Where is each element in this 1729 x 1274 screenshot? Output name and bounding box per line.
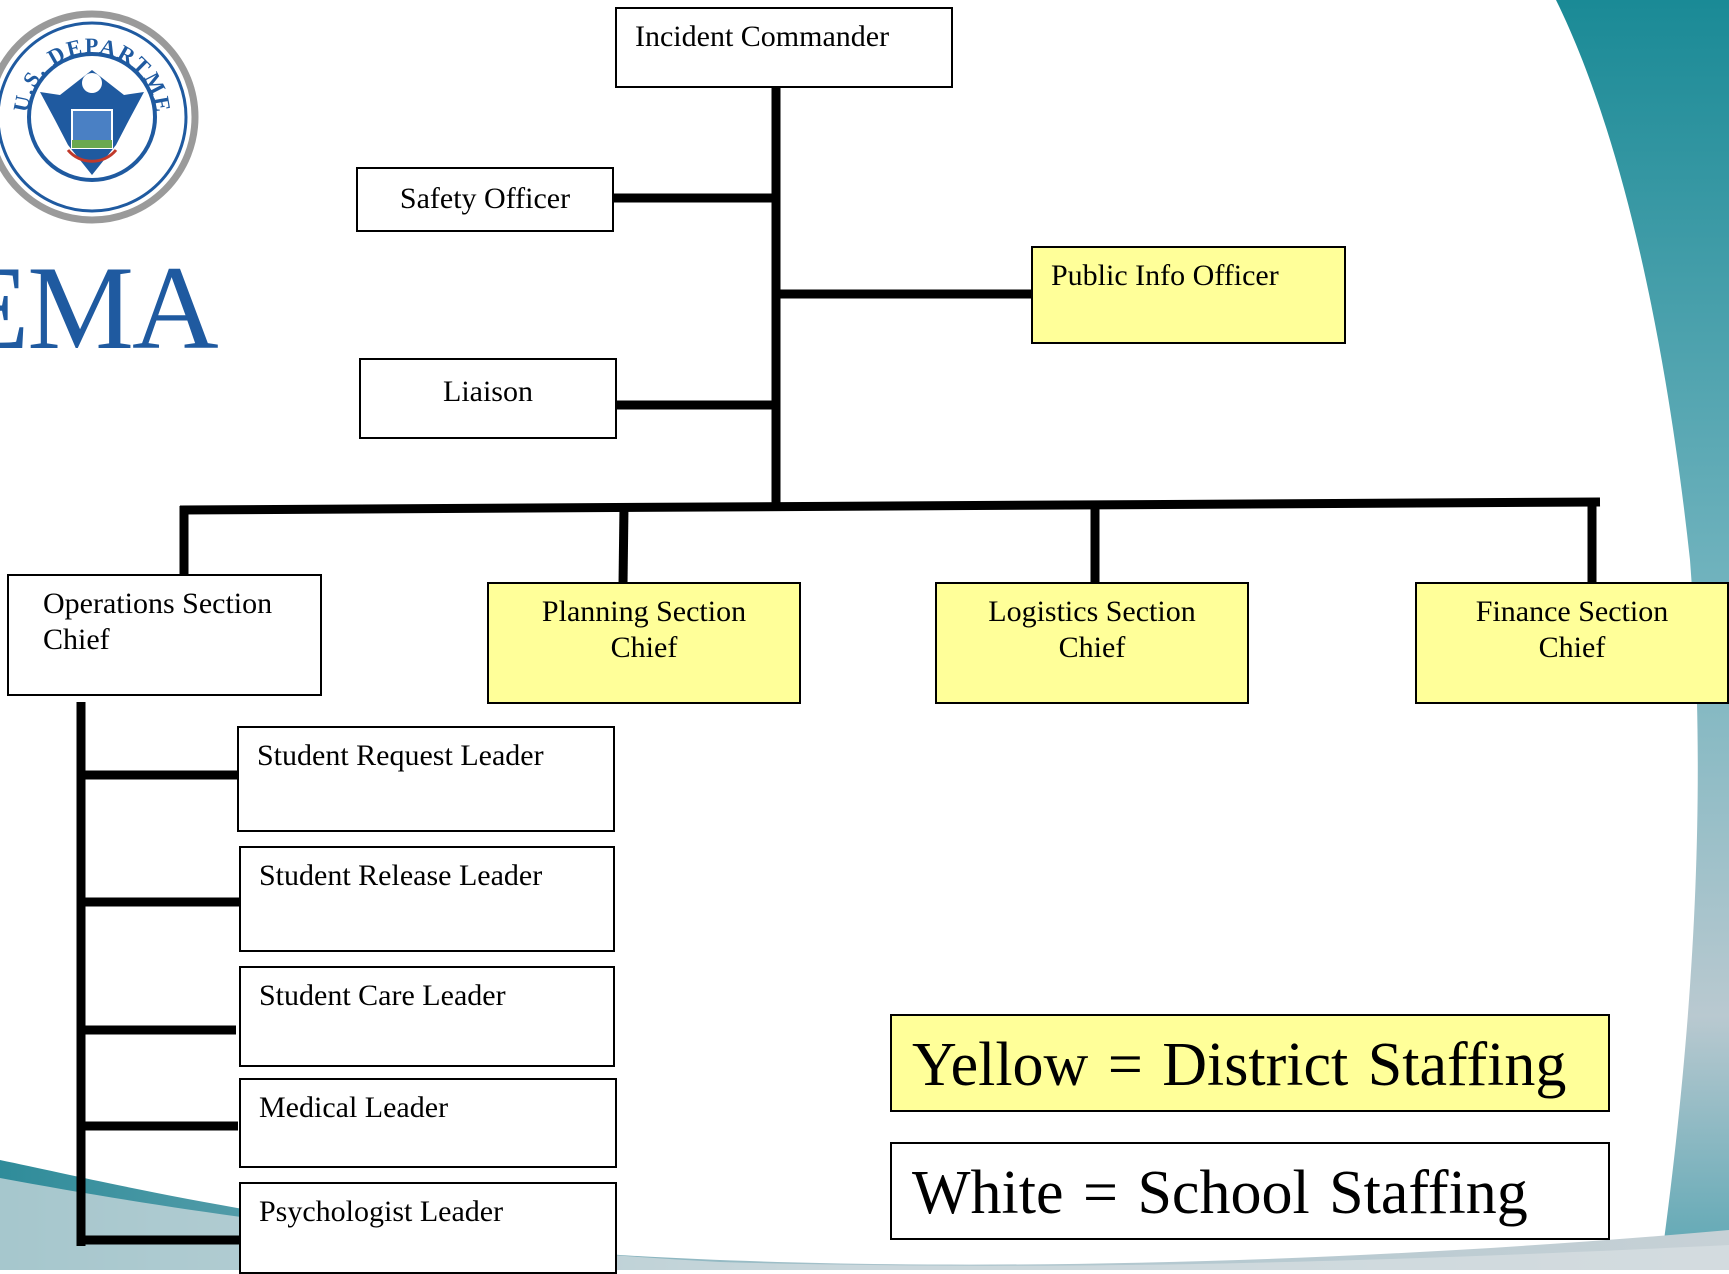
liaison-box: Liaison [359,358,617,439]
legend-school-staffing: White = School Staffing [890,1142,1610,1240]
legend-district-staffing: Yellow = District Staffing [890,1014,1610,1112]
dhs-seal-logo: U.S. DEPARTMENT OF HOMELAND SECURITY [0,0,199,224]
fema-wordmark: EMA [0,241,219,374]
safety-officer-box: Safety Officer [356,167,614,232]
planning-section-chief-box: Planning Section Chief [487,582,801,704]
medical-leader-box: Medical Leader [239,1078,617,1168]
operations-section-chief-box: Operations Section Chief [7,574,322,696]
finance-section-chief-box: Finance Section Chief [1415,582,1729,704]
planning-drop-connector [618,505,629,586]
psychologist-leader-box: Psychologist Leader [239,1182,617,1274]
public-info-officer-box: Public Info Officer [1031,246,1346,344]
right-teal-swoosh [1556,0,1729,1270]
student-release-leader-box: Student Release Leader [239,846,615,952]
logistics-section-chief-box: Logistics Section Chief [935,582,1249,704]
sections-bus-connector [179,497,1601,515]
student-care-leader-box: Student Care Leader [239,966,615,1067]
incident-commander-box: Incident Commander [615,7,953,88]
student-request-leader-box: Student Request Leader [237,726,615,832]
